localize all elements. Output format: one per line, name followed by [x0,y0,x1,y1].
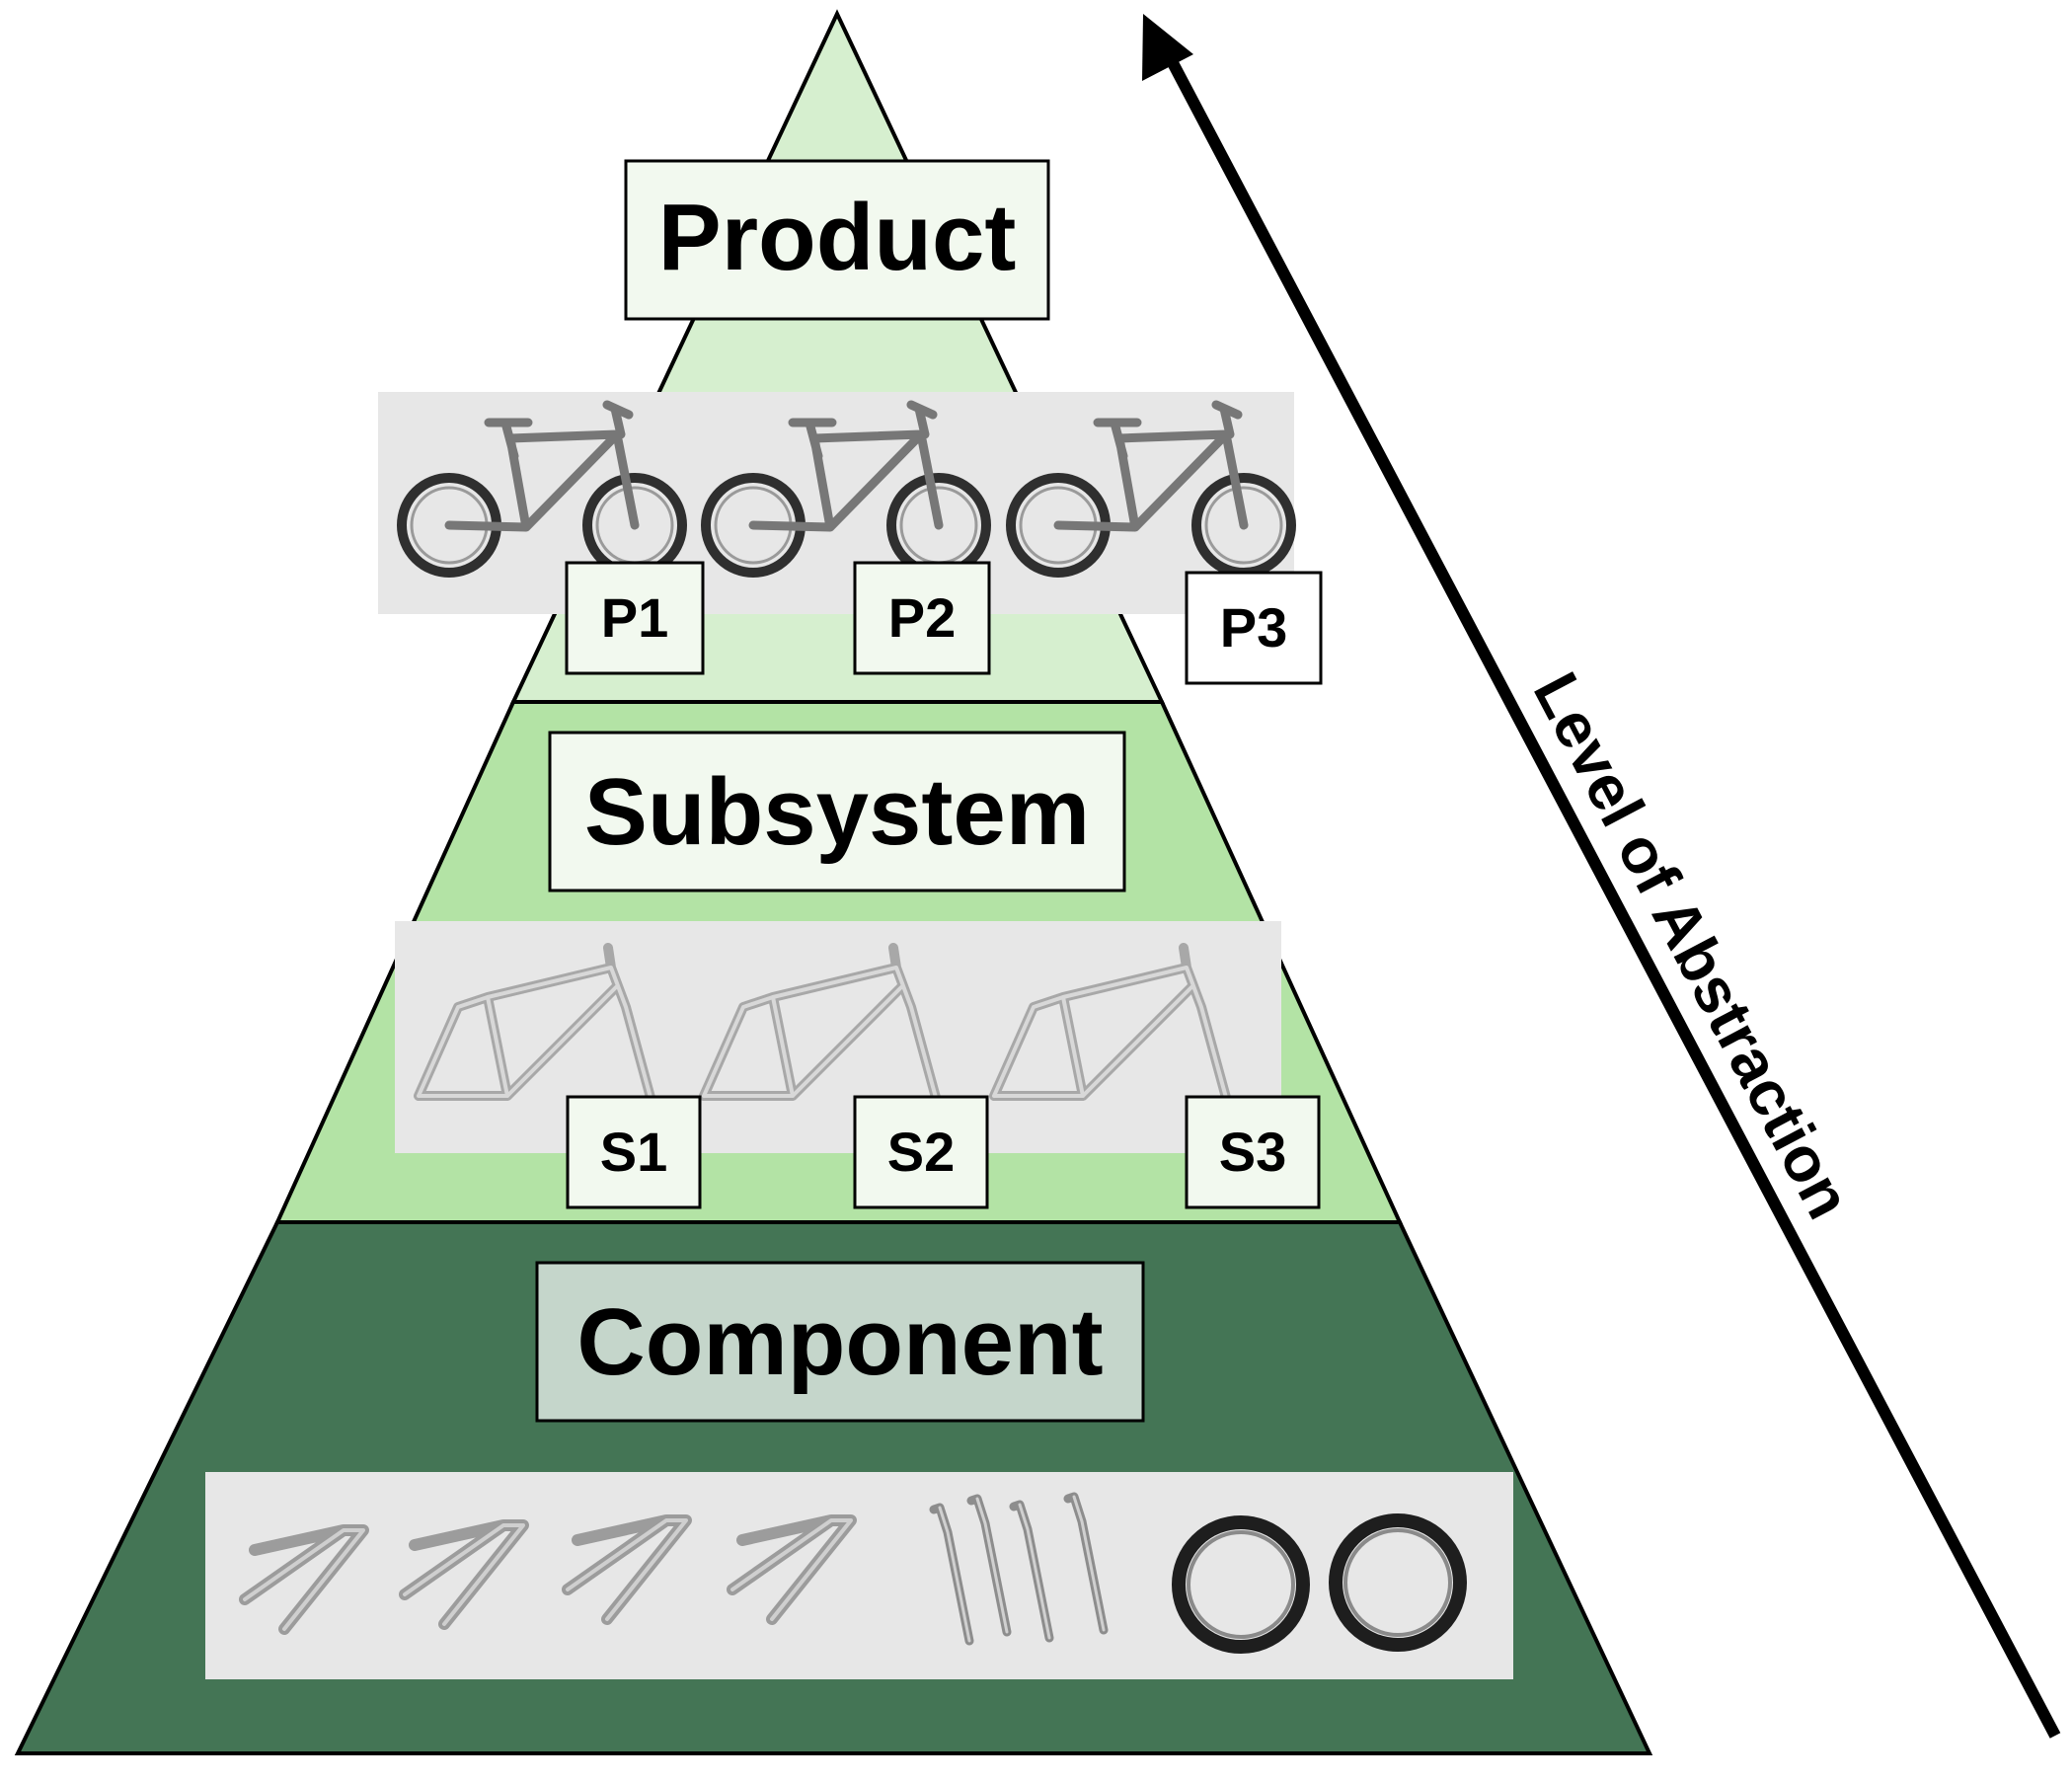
component-image-strip [205,1472,1513,1679]
tag-box-s3 [1185,1095,1321,1209]
abstraction-axis-label: Level of Abstraction [1520,661,1866,1230]
subsystem-label-box [548,731,1126,892]
product-image-strip [378,392,1294,614]
tag-box-p1 [565,561,705,675]
tag-p2: P2 [888,586,957,649]
tag-box-s2 [853,1095,989,1209]
abstraction-arrow-shaft [1164,54,2061,1739]
product-label: Product [658,185,1017,290]
abstraction-arrow-head [1142,14,1193,81]
tag-s3: S3 [1219,1121,1287,1183]
product-label-box [624,159,1050,321]
tag-box-s1 [566,1095,702,1209]
component-label-box [535,1261,1145,1423]
subsystem-image-strip [395,921,1281,1153]
subsystem-label: Subsystem [584,759,1090,865]
tag-p3: P3 [1220,596,1288,659]
tag-p1: P1 [601,586,669,649]
tag-s2: S2 [887,1121,956,1183]
tag-s1: S1 [600,1121,668,1183]
tag-box-p2 [853,561,991,675]
tag-box-p3 [1185,571,1323,685]
component-label: Component [576,1289,1103,1395]
